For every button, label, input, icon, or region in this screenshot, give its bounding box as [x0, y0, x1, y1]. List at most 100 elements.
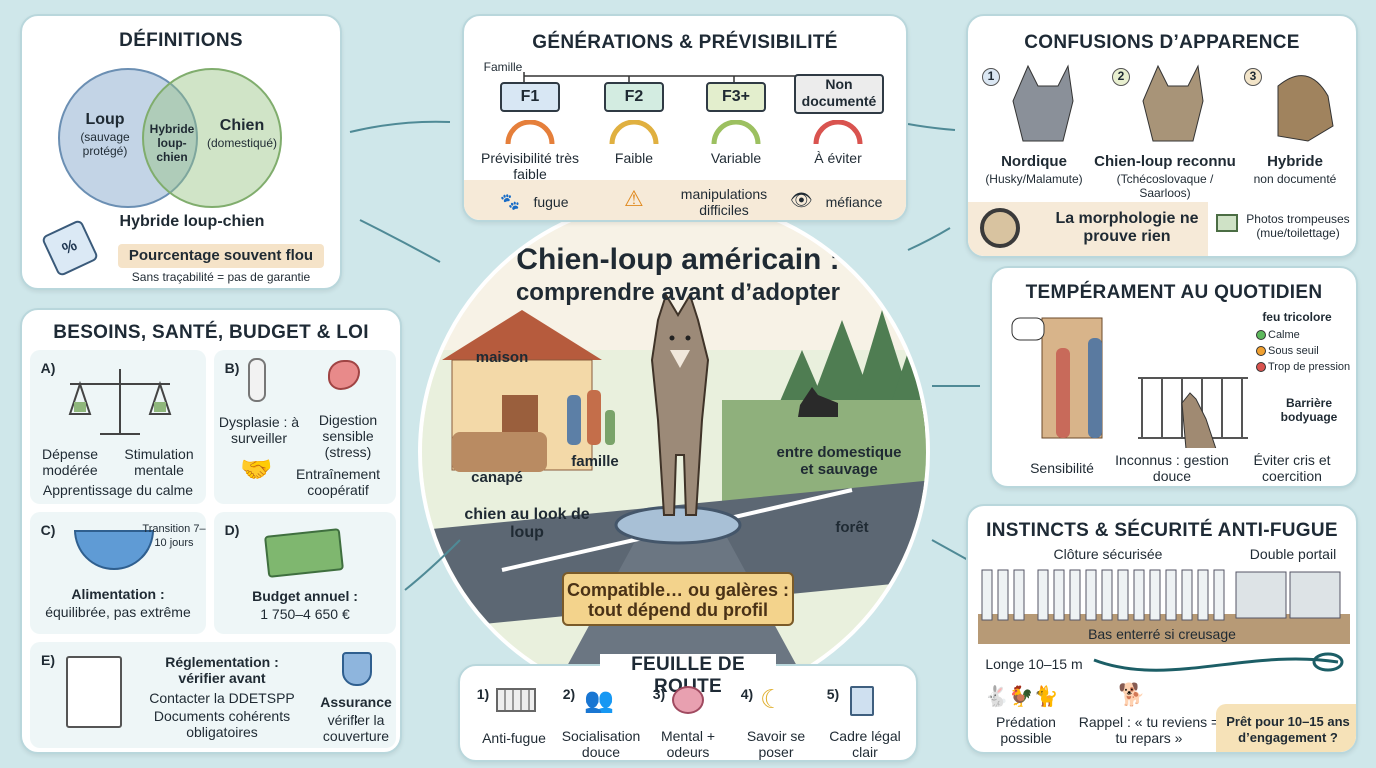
speech-bubble-icon	[1011, 317, 1045, 341]
knee-joint-icon	[248, 358, 266, 402]
step-5-num: 5)	[826, 686, 840, 702]
center-scene: Chien-loup américain : comprendre avant …	[418, 196, 930, 708]
warning-icon: ⚠	[624, 186, 644, 211]
instincts-title: INSTINCTS & SÉCURITÉ ANTI-FUGUE	[986, 520, 1338, 541]
traffic-light-title: feu tricolore	[1262, 310, 1332, 324]
confusion-3-sub: non documenté	[1253, 172, 1337, 186]
recall-dog-icon: 🐕	[1118, 682, 1146, 707]
brain-icon	[672, 686, 704, 714]
confusions-title: CONFUSIONS D’APPARENCE	[1024, 32, 1300, 53]
section-d-budget: Budget annuel :	[252, 588, 358, 604]
banknotes-icon	[264, 528, 344, 578]
venn-chien-sub: (domestiqué)	[206, 136, 278, 150]
family-icon	[567, 390, 615, 445]
section-b-label: B)	[224, 360, 240, 376]
stomach-icon	[328, 360, 360, 390]
confusion-3-number: 3	[1244, 68, 1262, 86]
section-c-equilibree: équilibrée, pas extrême	[45, 604, 191, 620]
risk-fugue: fugue	[533, 194, 569, 210]
gen-f1-box: F1	[500, 82, 560, 112]
definitions-highlight: Pourcentage souvent flou	[118, 244, 324, 268]
instincts-portail: Double portail	[1249, 546, 1337, 562]
instincts-longe: Longe 10–15 m	[985, 656, 1083, 672]
generations-tree	[523, 72, 840, 82]
section-e-label: E)	[41, 652, 55, 668]
instincts-enterre: Bas enterré si creusage	[1088, 626, 1236, 642]
temperament-scene	[1011, 317, 1248, 448]
hybrid-dog-head-icon	[1277, 75, 1334, 142]
eye-icon: 👁	[790, 190, 813, 210]
instincts-pret: Prêt pour 10–15 ans d’engagement ?	[1216, 704, 1356, 752]
venn-hybride-label: Hybride loup-chien	[149, 122, 195, 164]
step-2-label: Socialisation douce	[561, 728, 641, 760]
step-4-num: 4)	[740, 686, 754, 702]
confusion-1-sub: (Husky/Malamute)	[985, 172, 1083, 186]
venn-chien-label: Chien	[219, 117, 265, 134]
leash-icon	[1093, 652, 1344, 672]
label-famille: famille	[571, 453, 619, 470]
section-e-couverture: vérifier la couverture	[322, 712, 390, 744]
gen-level-f1: Prévisibilité très faible	[480, 150, 580, 182]
confusion-3-name: Hybride	[1267, 153, 1323, 170]
instincts-predation: Prédation possible	[996, 714, 1056, 746]
generations-famille: Famille	[483, 60, 523, 74]
sitting-wolf-icon	[1181, 392, 1217, 448]
paw-icon: 🐾	[500, 194, 520, 211]
section-b-digestion: Digestion sensible (stress)	[318, 412, 378, 460]
section-c-alimentation: Alimentation :	[71, 586, 165, 602]
instincts-cloture: Clôture sécurisée	[1053, 546, 1163, 562]
section-b-entrainement: Entraînement coopératif	[295, 466, 381, 498]
prey-animals-icon: 🐇🐓🐈	[984, 686, 1059, 708]
label-foret: forêt	[835, 519, 869, 536]
definitions-caption: Hybride loup-chien	[119, 213, 265, 230]
section-c-transition: Transition 7–10 jours	[142, 523, 206, 549]
step-4-label: Savoir se poser	[746, 728, 806, 760]
section-a-calme: Apprentissage du calme	[42, 482, 194, 498]
definitions-title: DÉFINITIONS	[119, 30, 243, 51]
section-e-assurance: Assurance :	[320, 694, 392, 726]
label-entre: entre domestique et sauvage	[776, 444, 902, 478]
confusion-2-number: 2	[1112, 68, 1130, 86]
section-e-documents: Documents cohérents obligatoires	[153, 708, 291, 740]
gen-nondoc-box: Non documenté	[794, 74, 884, 114]
gen-level-nondoc: À éviter	[814, 150, 862, 166]
step-1-label: Anti-fugue	[482, 730, 546, 746]
section-e-reglementation: Réglementation : vérifier avant	[165, 654, 279, 686]
moon-sleep-icon: ☾	[760, 684, 784, 714]
fence-icon	[978, 569, 1350, 644]
step-3-num: 3)	[652, 686, 666, 702]
confusion-1-name: Nordique	[1001, 153, 1067, 170]
center-subtitle: comprendre avant d’adopter	[515, 279, 841, 306]
fence-step-icon	[496, 688, 536, 712]
morphology-bar: La morphologie ne prouve rien	[968, 202, 1208, 256]
husky-head-icon	[1012, 64, 1074, 142]
shield-icon	[342, 652, 372, 686]
temperament-inconnus: Inconnus : gestion douce	[1115, 452, 1229, 484]
generations-risk-bar: 🐾 fugue ⚠ manipulations difficiles 👁 méf…	[464, 180, 906, 220]
hand-paw-icon: 🤝	[240, 454, 273, 484]
wolf-icon	[650, 292, 710, 516]
section-d: D) Budget annuel : 1 750–4 650 €	[214, 512, 396, 634]
center-banner: Compatible… ou galères : tout dépend du …	[562, 572, 794, 626]
step-3-label: Mental + odeurs	[660, 728, 716, 760]
section-c-label: C)	[40, 522, 56, 538]
risk-mefiance: méfiance	[825, 194, 883, 210]
price-tag-icon: %	[40, 218, 100, 278]
center-title: Chien-loup américain :	[516, 243, 840, 276]
section-c: C) Transition 7–10 jours Alimentation : …	[30, 512, 206, 634]
section-b-dysplasie: Dysplasie : à surveiller	[218, 414, 300, 446]
roadmap-panel: FEUILLE DE ROUTE 1) Anti-fugue 2) 👥 Soci…	[458, 654, 918, 762]
section-a-depense: Dépense modérée	[41, 446, 99, 478]
people-icon: 👥	[584, 687, 614, 714]
generations-panel: GÉNÉRATIONS & PRÉVISIBILITÉ Famille F1 F…	[462, 14, 908, 222]
dog-heads	[1012, 64, 1334, 142]
section-e: E) Réglementation : vérifier avant Conta…	[30, 642, 396, 748]
temperament-eviter: Éviter cris et coercition	[1253, 452, 1331, 484]
section-d-amount: 1 750–4 650 €	[260, 606, 350, 622]
gauge-icons	[505, 120, 863, 145]
label-maison: maison	[475, 349, 529, 366]
generations-title: GÉNÉRATIONS & PRÉVISIBILITÉ	[532, 32, 838, 53]
section-a-label: A)	[40, 360, 56, 376]
document-stamp-icon	[66, 656, 122, 728]
calme-dot-icon	[1256, 330, 1266, 340]
